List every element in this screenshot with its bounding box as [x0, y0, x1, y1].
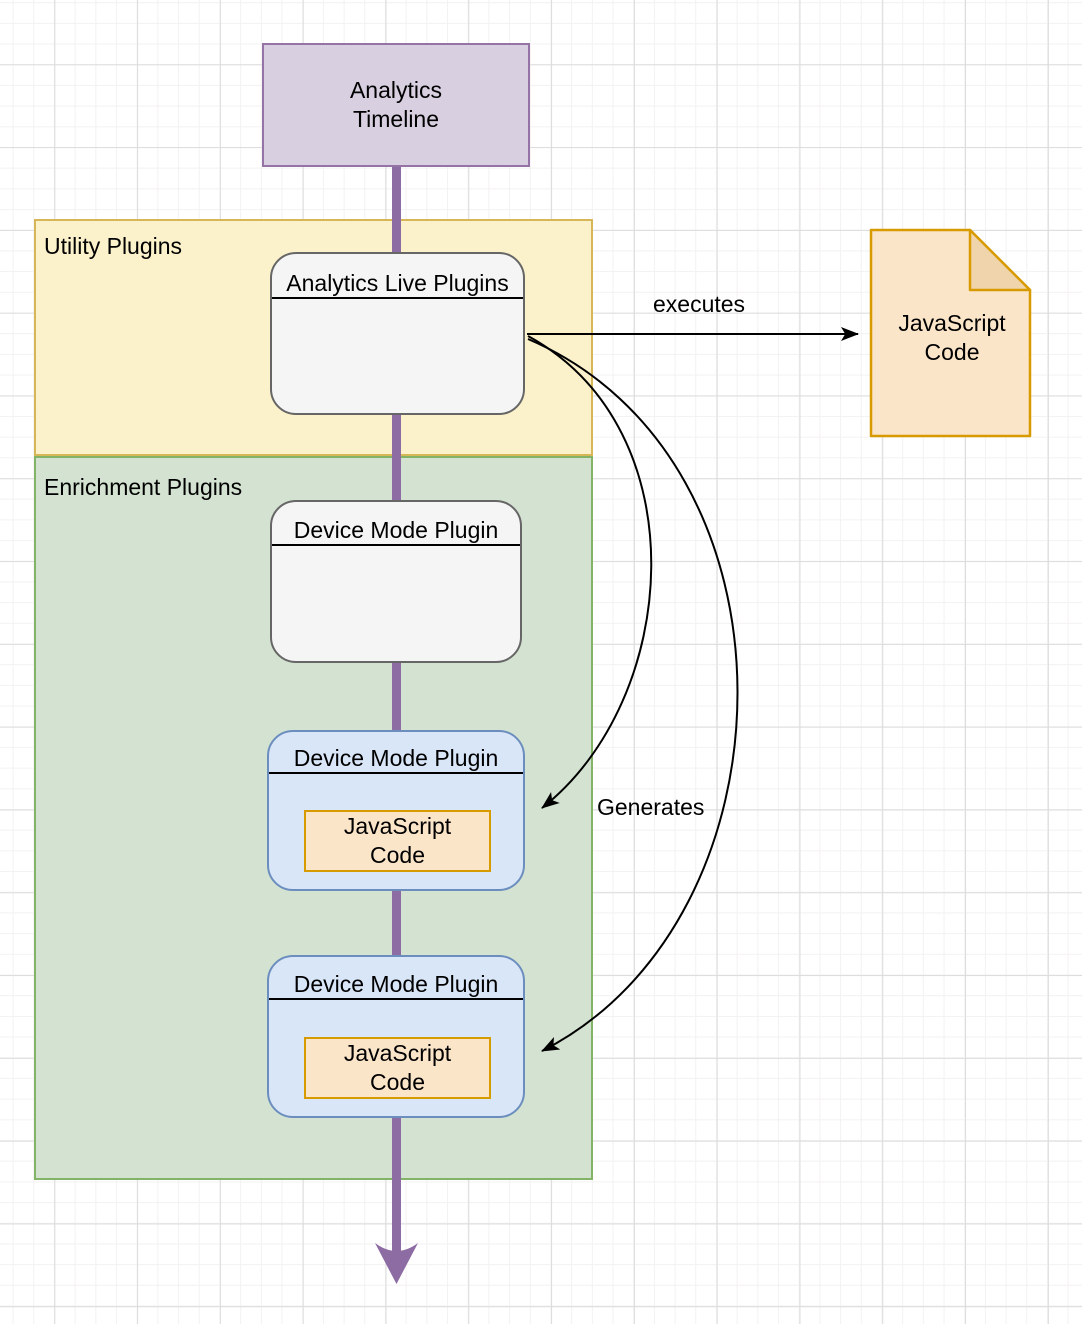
executes-edge-label: executes	[653, 291, 746, 317]
analytics-live-plugins-node[interactable]: Analytics Live Plugins	[270, 252, 525, 415]
device-mode-plugin-top-node[interactable]: Device Mode Plugin	[270, 500, 522, 663]
device-mode-plugin-middle-title: Device Mode Plugin	[269, 732, 523, 774]
javascript-code-document-node[interactable]	[869, 228, 1035, 439]
enrichment-plugins-label: Enrichment Plugins	[44, 474, 243, 500]
generates-edge-bottom[interactable]	[527, 338, 739, 1052]
javascript-code-label-middle: JavaScript Code	[343, 813, 452, 868]
javascript-code-node-middle[interactable]: JavaScript Code	[304, 810, 491, 872]
device-mode-plugin-bottom-title: Device Mode Plugin	[269, 957, 523, 1000]
javascript-code-node-bottom[interactable]: JavaScript Code	[304, 1037, 491, 1099]
analytics-timeline-label: Analytics Timeline	[349, 77, 443, 132]
folded-corner-icon	[968, 228, 1032, 292]
analytics-timeline-node[interactable]: Analytics Timeline	[262, 43, 530, 167]
utility-plugins-label: Utility Plugins	[44, 233, 183, 259]
device-mode-plugin-middle-node[interactable]: Device Mode Plugin JavaScript Code	[267, 730, 525, 891]
generates-edge-middle[interactable]	[527, 335, 653, 809]
device-mode-plugin-top-title: Device Mode Plugin	[272, 502, 520, 546]
analytics-live-plugins-title: Analytics Live Plugins	[272, 254, 523, 299]
javascript-code-document-label-wrap: JavaScript Code	[869, 238, 1035, 438]
timeline-arrowhead-icon	[375, 1243, 418, 1284]
generates-edge-label: Generates	[597, 794, 705, 820]
device-mode-plugin-bottom-node[interactable]: Device Mode Plugin JavaScript Code	[267, 955, 525, 1118]
javascript-code-document-label: JavaScript Code	[898, 310, 1006, 365]
javascript-code-label-bottom: JavaScript Code	[343, 1040, 452, 1095]
